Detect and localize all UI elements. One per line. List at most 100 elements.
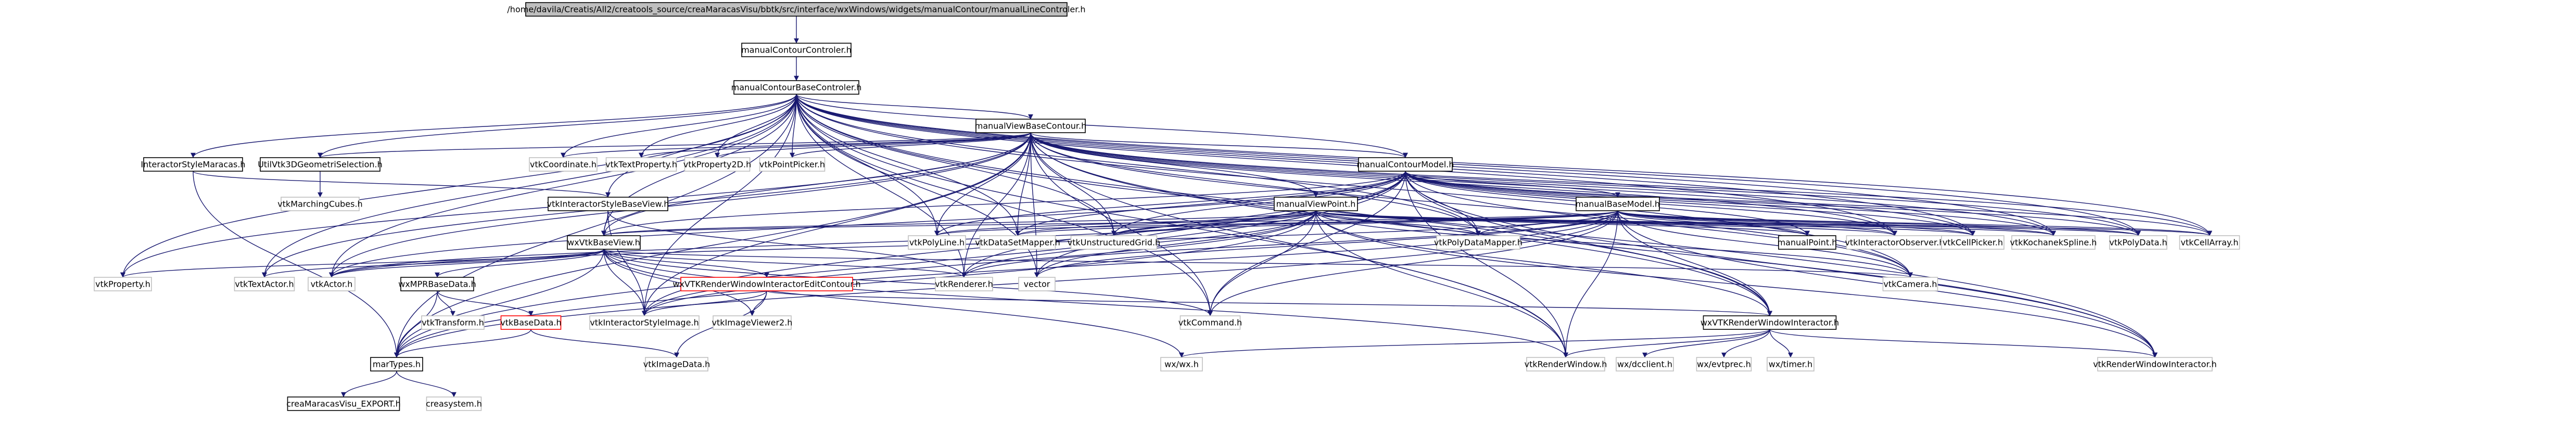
edge-manual-view-base-contour-to-manual-contour-model xyxy=(1030,132,1408,158)
edge-interactor-style-maracas-to-vtk-interactor-style-base-view xyxy=(193,171,611,198)
node-mar-types[interactable]: marTypes.h xyxy=(370,357,423,371)
edge-manual-view-base-contour-to-vtk-command xyxy=(1030,132,1213,316)
node-vtk-actor: vtkActor.h xyxy=(308,277,356,291)
node-wx-vtk-base-view[interactable]: wxVtkBaseView.h xyxy=(567,235,641,250)
node-label: vtkCommand.h xyxy=(1178,318,1242,328)
node-label: manualContourBaseControler.h xyxy=(731,83,862,93)
node-vtk-transform: vtkTransform.h xyxy=(421,315,485,330)
edge-manual-contour-model-to-vtk-cell-array xyxy=(1405,171,2212,236)
node-box xyxy=(1274,197,1358,211)
edge-manual-view-point-to-wx-vtkrender-window-interactor xyxy=(1315,210,1772,316)
node-box xyxy=(1696,357,1752,371)
node-label: vtkInteractorObserver.h xyxy=(1845,238,1945,248)
edge-manual-base-model-to-vtk-camera xyxy=(1617,210,1913,278)
node-vtk-interactor-observer: vtkInteractorObserver.h xyxy=(1845,235,1945,250)
node-creasystem: creasystem.h xyxy=(426,396,482,411)
node-label: vtkInteractorStyleBaseView.h xyxy=(547,199,669,209)
node-label: wx/evtprec.h xyxy=(1697,360,1751,369)
node-manual-point[interactable]: manualPoint.h xyxy=(1778,235,1837,250)
node-box xyxy=(2109,235,2167,250)
node-label: vtkDataSetMapper.h xyxy=(975,238,1060,248)
node-vtk-property2-d: vtkProperty2D.h xyxy=(683,157,751,172)
node-util-vtk3-dgeometri-selection[interactable]: UtilVtk3DGeometriSelection.h xyxy=(258,157,383,172)
node-label: vtkPolyDataMapper.h xyxy=(1434,238,1522,248)
node-manual-view-point[interactable]: manualViewPoint.h xyxy=(1274,197,1358,211)
node-manual-contour-base-controler[interactable]: manualContourBaseControler.h xyxy=(731,80,862,95)
edge-manual-contour-base-controler-to-vtk-interactor-observer xyxy=(796,94,1897,236)
node-manual-view-base-contour[interactable]: manualViewBaseContour.h xyxy=(975,119,1087,133)
edge-manual-contour-base-controler-to-vtk-cell-array xyxy=(796,94,2212,236)
node-wx-vtkrender-window-interactor-edit-contour[interactable]: wxVTKRenderWindowInteractorEditContour.h xyxy=(672,277,861,291)
edge-manual-view-point-to-vtk-render-window-interactor xyxy=(1315,210,2158,358)
edge-manual-contour-model-to-manual-base-model xyxy=(1405,171,1620,198)
node-box xyxy=(370,357,423,371)
node-interactor-style-maracas[interactable]: InteractorStyleMaracas.h xyxy=(141,157,246,172)
edge-manual-contour-base-controler-to-vtk-poly-data xyxy=(796,94,2141,236)
node-wx-mprbase-data[interactable]: wxMPRBaseData.h xyxy=(398,277,476,291)
edge-wx-vtk-base-view-to-vtk-property xyxy=(120,249,604,278)
edge-vtk-base-data-to-mar-types xyxy=(394,329,531,358)
node-box xyxy=(1778,235,1836,250)
node-label: UtilVtk3DGeometriSelection.h xyxy=(258,160,383,170)
edge-vtk-interactor-style-base-view-to-vtk-interactor-style-image xyxy=(607,210,647,316)
node-box xyxy=(287,396,400,411)
node-crea-maracas-visu-export[interactable]: creaMaracasVisu_EXPORT.h xyxy=(286,396,401,411)
node-root[interactable]: /home/davila/Creatis/All2/creatools_sour… xyxy=(507,2,1086,17)
edge-manual-contour-base-controler-to-vtk-text-property xyxy=(639,94,797,158)
edge-manual-view-point-to-vtk-render-window xyxy=(1315,210,1568,358)
edge-manual-view-point-to-vtk-poly-data-mapper xyxy=(1315,210,1481,236)
edge-manual-contour-model-to-vtk-render-window-interactor xyxy=(1405,171,2158,358)
node-label: wxMPRBaseData.h xyxy=(398,279,476,289)
node-label: wxVtkBaseView.h xyxy=(567,238,640,248)
node-label: /home/davila/Creatis/All2/creatools_sour… xyxy=(507,5,1085,15)
node-box xyxy=(713,315,792,330)
edge-wx-vtk-base-view-to-vtk-renderer xyxy=(603,249,967,278)
edge-manual-view-base-contour-to-vtk-point-picker xyxy=(790,132,1031,158)
node-label: wx/timer.h xyxy=(1769,360,1812,369)
edge-manual-view-point-to-vtk-data-set-mapper xyxy=(1015,210,1316,236)
node-wxevtprec: wx/evtprec.h xyxy=(1696,357,1752,371)
node-vtk-camera: vtkCamera.h xyxy=(1882,277,1938,291)
node-box xyxy=(733,80,859,95)
node-label: vtkImageViewer2.h xyxy=(712,318,793,328)
node-box xyxy=(645,357,708,371)
node-vtk-point-picker: vtkPointPicker.h xyxy=(759,157,826,172)
node-label: manualContourModel.h xyxy=(1356,160,1454,170)
node-vtk-interactor-style-base-view[interactable]: vtkInteractorStyleBaseView.h xyxy=(547,197,669,211)
node-vtk-base-data[interactable]: vtkBaseData.h xyxy=(500,315,562,330)
node-box xyxy=(234,277,295,291)
edge-manual-contour-model-to-vtk-poly-data xyxy=(1405,171,2141,236)
edge-manual-view-base-contour-to-wx-vtkrender-window-interactor xyxy=(1030,132,1772,316)
edge-manual-base-model-to-wx-vtk-base-view xyxy=(601,210,1618,236)
node-box xyxy=(1703,315,1837,330)
node-wxtimer: wx/timer.h xyxy=(1767,357,1814,371)
edge-mar-types-to-creasystem xyxy=(396,370,456,398)
node-vtk-data-set-mapper: vtkDataSetMapper.h xyxy=(975,235,1060,250)
node-box xyxy=(1358,157,1453,172)
node-box xyxy=(589,315,700,330)
node-box xyxy=(500,315,562,330)
node-manual-contour-model[interactable]: manualContourModel.h xyxy=(1356,157,1454,172)
edge-manual-contour-base-controler-to-manual-view-base-contour xyxy=(796,94,1033,120)
node-box xyxy=(2179,235,2240,250)
node-box xyxy=(426,396,482,411)
node-box xyxy=(400,277,474,291)
node-box xyxy=(567,235,641,250)
edge-wx-vtk-base-view-to-mar-types xyxy=(394,249,604,358)
edge-manual-base-model-to-vtk-cell-array xyxy=(1617,210,2212,236)
node-box xyxy=(260,157,380,172)
edge-wx-vtk-base-view-to-vtk-render-window xyxy=(603,249,1568,358)
node-wx-vtkrender-window-interactor[interactable]: wxVTKRenderWindowInteractor.h xyxy=(1701,315,1839,330)
edge-wx-vtkrender-window-interactor-to-vtk-render-window xyxy=(1563,329,1770,358)
node-manual-contour-controler[interactable]: manualContourControler.h xyxy=(741,43,852,57)
edge-manual-contour-base-controler-to-vtk-text-actor xyxy=(262,94,797,278)
node-manual-base-model[interactable]: manualBaseModel.h xyxy=(1576,197,1660,211)
edge-vtk-interactor-style-base-view-to-vtk-renderer xyxy=(607,210,967,278)
node-box xyxy=(759,157,826,172)
edge-manual-base-model-to-vtk-interactor-observer xyxy=(1617,210,1897,236)
edge-manual-view-base-contour-to-vtk-renderer xyxy=(961,132,1031,278)
edge-manual-view-base-contour-to-vtk-interactor-observer xyxy=(1030,132,1897,236)
edge-manual-base-model-to-vtk-renderer xyxy=(961,210,1618,278)
node-vtk-poly-data: vtkPolyData.h xyxy=(2109,235,2167,250)
